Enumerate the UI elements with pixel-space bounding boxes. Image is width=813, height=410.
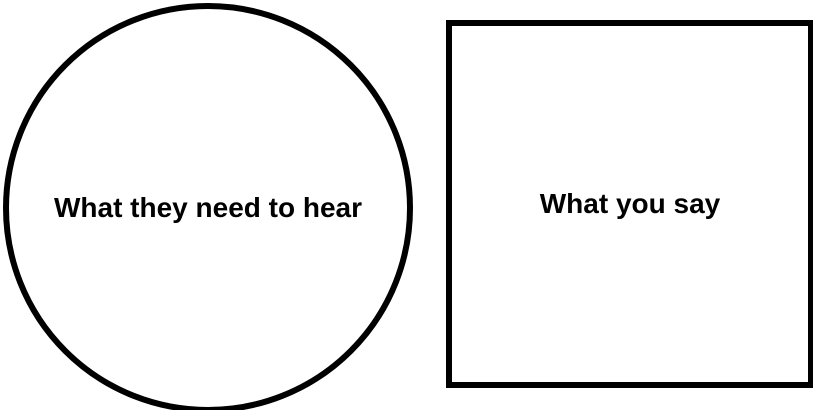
square-shape: What you say [446,20,813,388]
circle-label: What they need to hear [53,192,363,223]
circle-shape: What they need to hear [3,3,413,410]
square-label: What you say [539,188,721,219]
